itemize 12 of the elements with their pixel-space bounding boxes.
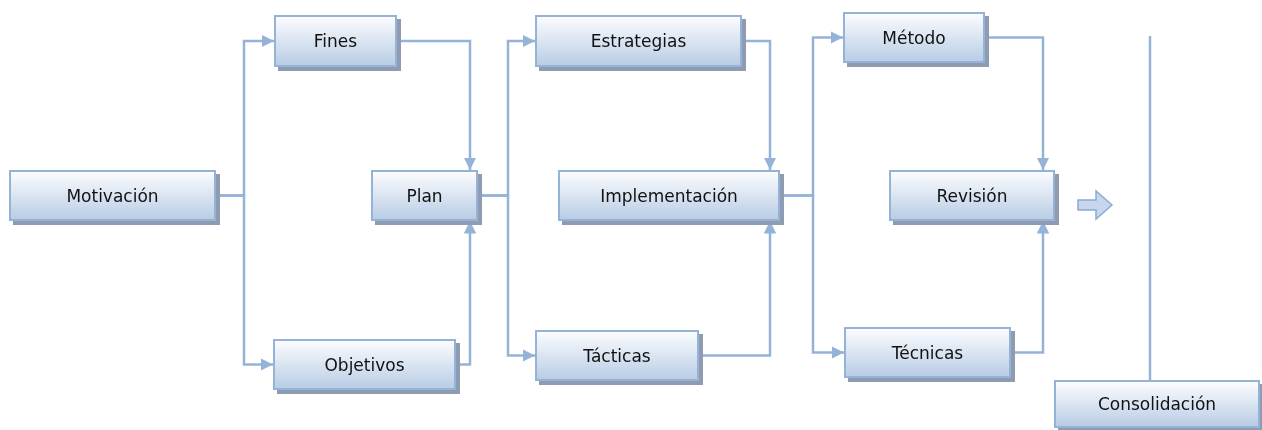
box-label: Estrategias (590, 31, 687, 51)
box-label: Consolidación (1097, 394, 1217, 414)
box-label: Objetivos (324, 354, 405, 375)
box-label: Tácticas (583, 345, 651, 366)
box-label: Fines (313, 31, 358, 51)
box-label: Método (882, 27, 946, 48)
box-label: Técnicas (891, 342, 964, 363)
box-label: Plan (406, 185, 443, 206)
box-label: Implementación (600, 185, 738, 206)
box-label: Revisión (936, 185, 1008, 206)
box-label: Motivación (66, 185, 159, 206)
process-box (1054, 380, 1260, 428)
